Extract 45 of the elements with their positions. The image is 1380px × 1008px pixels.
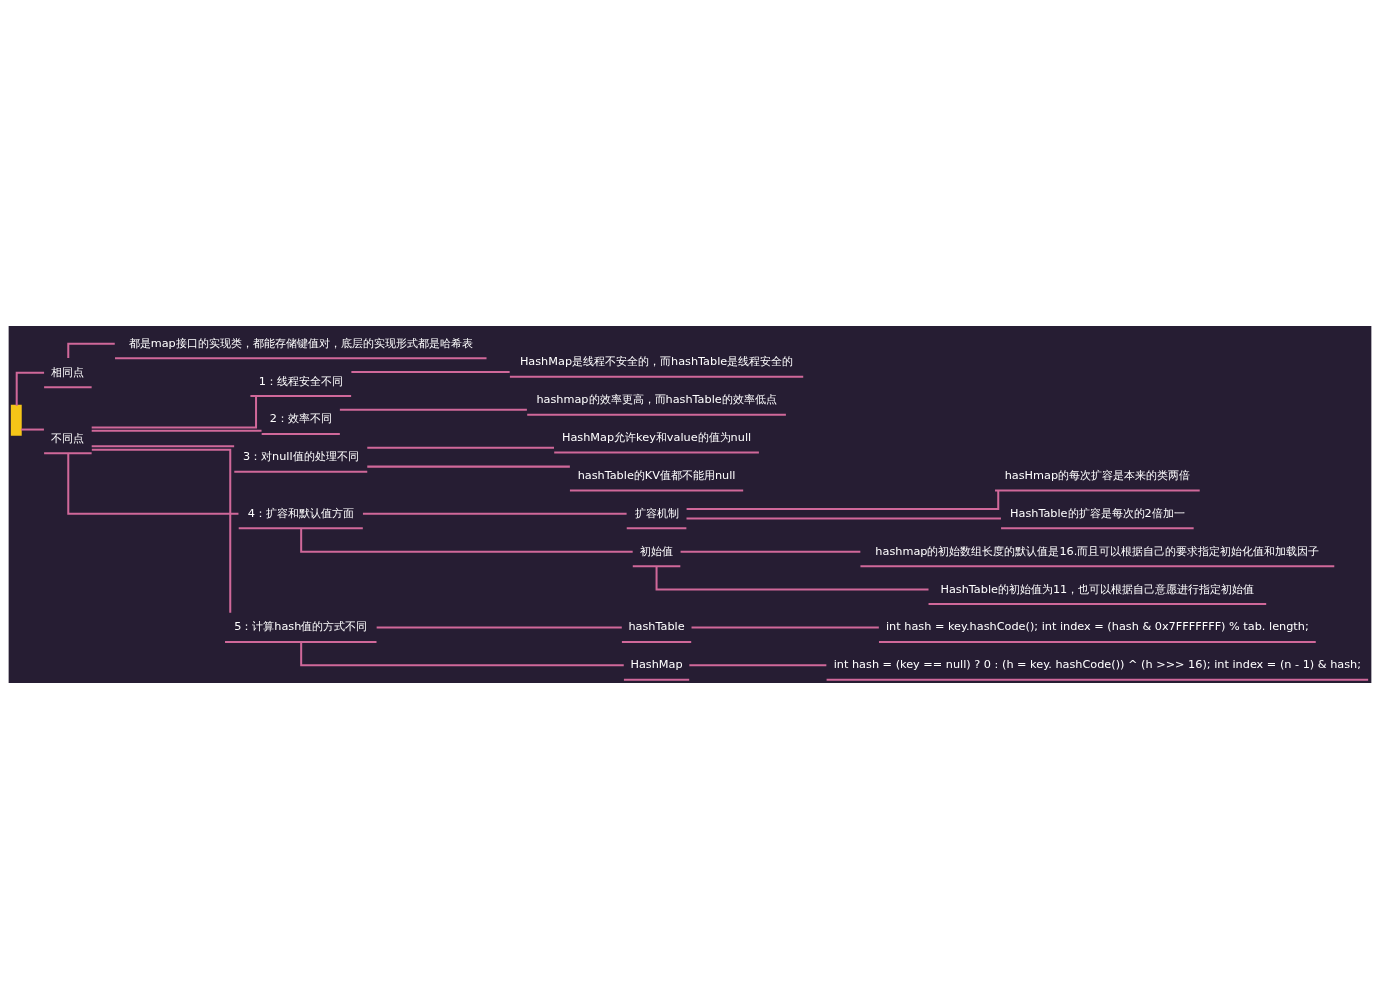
connector	[686, 490, 1000, 510]
connector	[362, 512, 627, 515]
node-text: 3：对null值的处理不同	[242, 449, 359, 463]
connector	[376, 625, 622, 628]
connector	[21, 428, 44, 431]
connector	[91, 448, 232, 613]
node-text: hashmap的效率更高，而hashTable的效率低点	[536, 392, 777, 406]
connector	[367, 446, 554, 449]
node-text: hasHmap的每次扩容是本来的类两倍	[1004, 468, 1191, 482]
node-text: 初始值	[640, 544, 674, 558]
node-text: hashTable	[628, 619, 685, 633]
connector	[689, 663, 827, 666]
node-text: 都是map接口的实现类，都能存储键值对，底层的实现形式都是哈希表	[128, 336, 473, 350]
node-text: HashTable的初始值为11，也可以根据自己意愿进行指定初始值	[940, 582, 1255, 595]
node-text: HashTable的扩容是每次的2倍加一	[1010, 506, 1185, 520]
connector	[91, 444, 235, 447]
connector	[680, 550, 861, 553]
connector	[300, 641, 624, 666]
node-text: 扩容机制	[634, 506, 679, 520]
node-text: HashMap允许key和value的值为null	[561, 430, 752, 444]
node-text: HashMap	[630, 657, 683, 671]
node-text: 不同点	[51, 431, 85, 445]
connector	[691, 625, 879, 628]
node-bar	[10, 404, 22, 436]
connector	[91, 429, 262, 432]
node-text: 5：计算hash值的方式不同	[234, 619, 368, 633]
node-text: int hash = key.hashCode(); int index = (hash & 0x7FFFFFFF) % tab. length;	[886, 619, 1309, 633]
node-text: 1：线程安全不同	[258, 374, 343, 388]
connector	[300, 527, 633, 553]
connector	[67, 342, 115, 358]
node-text: 4：扩容和默认值方面	[247, 506, 354, 520]
connector	[91, 395, 258, 429]
node-text: hashmap的初始数组长度的默认值是16.而且可以根据自己的要求指定初始化值和加载因子	[875, 544, 1320, 558]
connector	[367, 465, 570, 468]
connector	[339, 408, 527, 411]
connector	[655, 565, 929, 591]
connector	[351, 370, 510, 373]
node-text: hashTable的KV值都不能用null	[577, 468, 736, 482]
connector	[686, 517, 1001, 520]
node-text: int hash = (key == null) ? 0 : (h = key. hashCode()) ^ (h >>> 16); int index = (n - 1) & hash;	[833, 657, 1362, 671]
node-text: HashMap是线程不安全的，而hashTable是线程安全的	[519, 354, 794, 368]
node-text: 相同点	[51, 365, 85, 379]
connector	[67, 453, 239, 515]
connector	[15, 371, 45, 406]
node-text: 2：效率不同	[269, 411, 332, 425]
